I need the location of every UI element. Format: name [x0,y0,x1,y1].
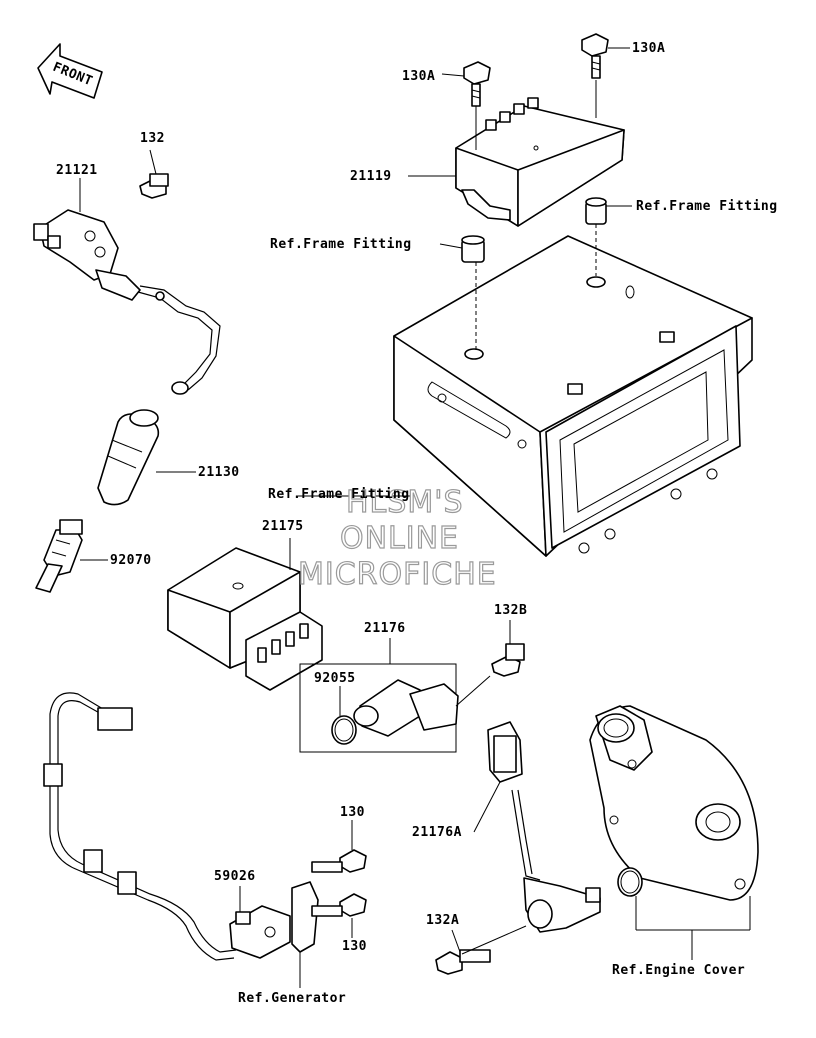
label-ref-engine-cover: Ref.Engine Cover [612,963,745,978]
label-21176: 21176 [364,621,406,636]
label-59026: 59026 [214,869,256,884]
label-21130: 21130 [198,465,240,480]
bolt-130a-left [463,61,491,107]
label-132b: 132B [494,603,527,618]
label-132a: 132A [426,913,459,928]
watermark: HLSM'S ONLINE MICROFICHE [297,484,497,592]
module-21119 [455,97,625,227]
label-21175: 21175 [262,519,304,534]
bolt-130-top [311,849,367,873]
watermark-line2: ONLINE [340,521,459,556]
bolt-132b [491,643,525,677]
label-92070: 92070 [110,553,152,568]
label-ref-frame-left: Ref.Frame Fitting [270,237,412,252]
label-132: 132 [140,131,165,146]
bolt-130a-top [581,33,609,79]
label-21121: 21121 [56,163,98,178]
label-130-bottom: 130 [342,939,367,954]
front-arrow-icon: FRONT [37,43,103,99]
collar-left [461,235,485,263]
label-130-top: 130 [340,805,365,820]
ignition-coil [33,209,221,395]
label-130a-left: 130A [402,69,435,84]
label-ref-frame-right: Ref.Frame Fitting [636,199,778,214]
label-92055: 92055 [314,671,356,686]
leader-lines [79,47,751,988]
watermark-line3: MICROFICHE [298,557,497,592]
sensor-21176 [299,663,459,753]
label-ref-frame-mid: Ref.Frame Fitting [268,487,410,502]
bolt-132 [139,173,169,199]
watermark-line1: HLSM'S [346,485,464,520]
sensor-21176a [487,721,601,933]
plug-cap [97,409,160,506]
ecu-21175 [167,547,323,691]
spark-plug [35,519,83,593]
bolt-130-bottom [311,893,367,917]
collar-right [585,197,607,225]
pickup-coil-harness [43,692,319,961]
label-130a-top: 130A [632,41,665,56]
label-ref-generator: Ref.Generator [238,991,346,1006]
label-21119: 21119 [350,169,392,184]
bolt-132a [435,949,491,975]
label-21176a: 21176A [412,825,462,840]
engine-cover-fitting [589,705,759,901]
battery-case [393,235,753,557]
